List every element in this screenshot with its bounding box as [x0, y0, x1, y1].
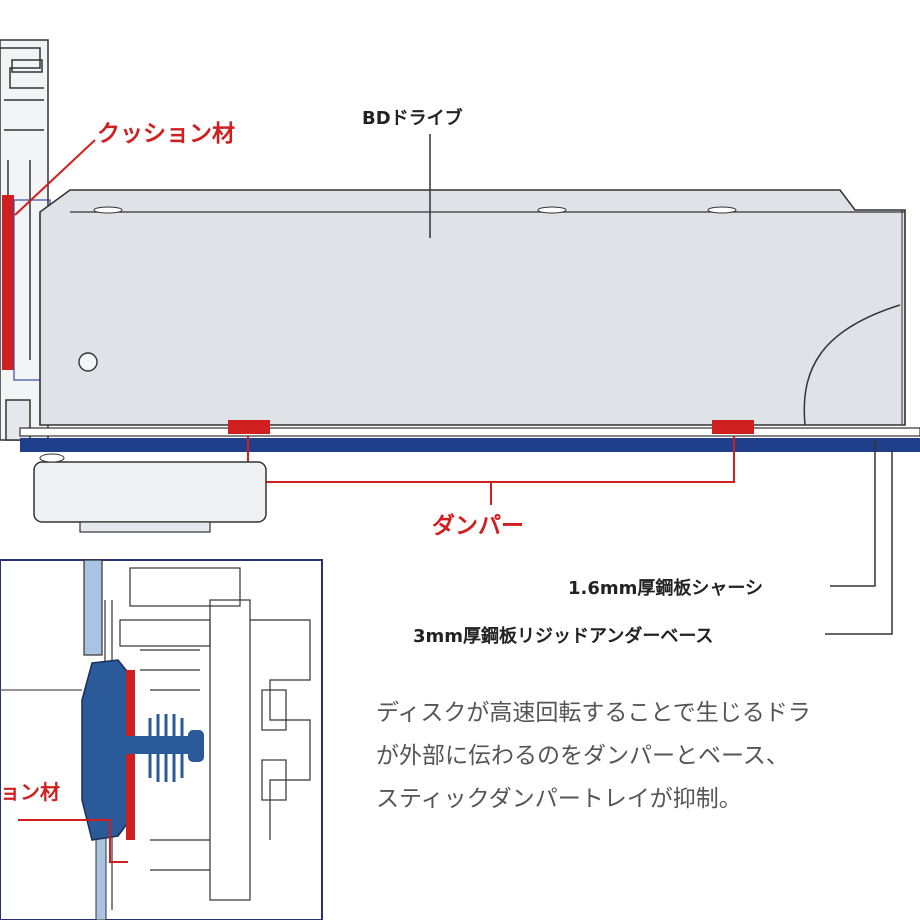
cushion-material-label: クッション材	[97, 121, 235, 147]
damper-label: ダンパー	[432, 513, 524, 539]
steel-chassis-plate	[19, 427, 920, 437]
base-leader-line	[825, 450, 893, 635]
chassis-label: 1.6mm厚鋼板シャーシ	[568, 578, 764, 599]
bd-drive-body	[39, 189, 906, 426]
description-line-1: ディスクが高速回転することで生じるドラ	[376, 700, 811, 726]
under-base-label: 3mm厚鋼板リジッドアンダーベース	[413, 626, 714, 647]
cushion-leader-line	[14, 139, 96, 216]
chassis-leader-line	[830, 440, 876, 587]
damper-bracket	[247, 436, 735, 505]
foot-below-base	[33, 453, 267, 533]
damper-right	[712, 420, 754, 434]
inset-cushion-label: ョン材	[0, 780, 60, 804]
bd-drive-label: BDドライブ	[362, 108, 463, 129]
description-line-2: が外部に伝わるのをダンパーとベース、	[376, 743, 789, 769]
description-line-3: スティックダンパートレイが抑制。	[376, 786, 742, 812]
rigid-under-base	[20, 438, 920, 452]
damper-left	[228, 420, 270, 434]
inset-detail	[0, 559, 323, 920]
cushion-material-top	[2, 195, 14, 370]
